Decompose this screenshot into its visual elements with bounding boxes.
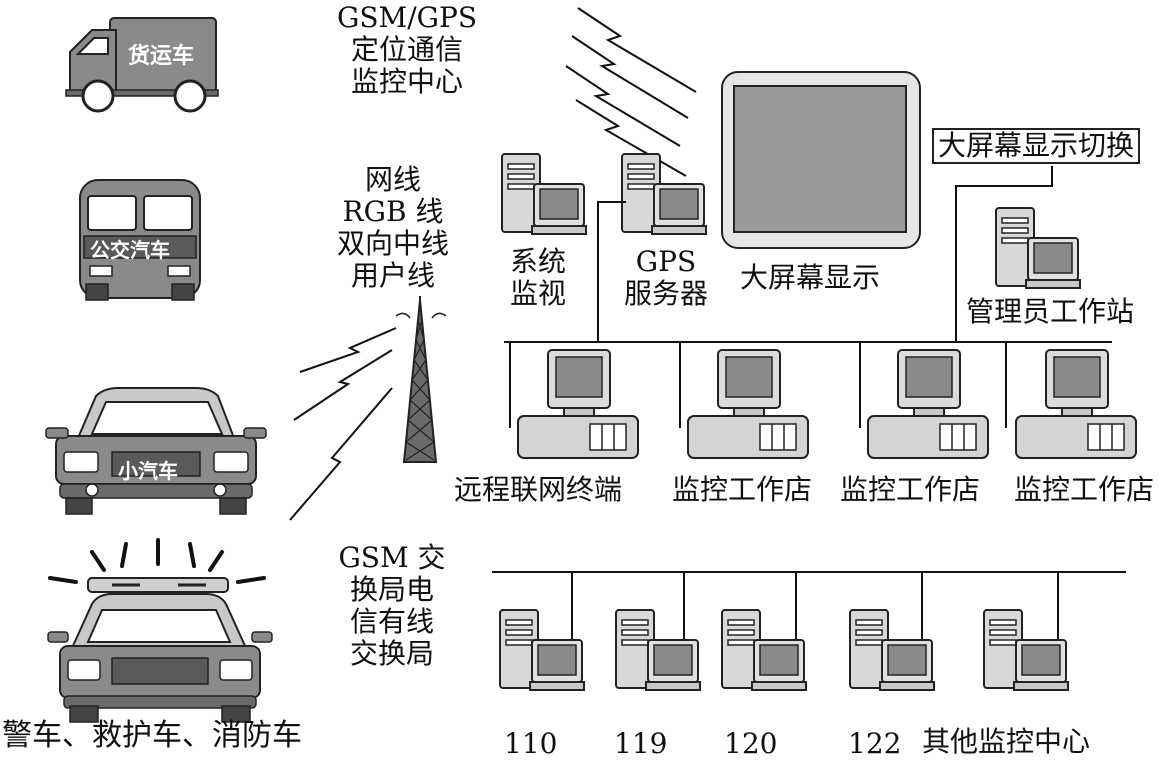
truck-label: 货运车 <box>128 44 195 69</box>
hotline-server-icon <box>983 609 1069 691</box>
hotline-110-label: 110 <box>504 727 558 760</box>
admin-station-label: 管理员工作站 <box>966 295 1135 328</box>
car-label: 小汽车 <box>118 459 178 483</box>
hotline-server-icon <box>721 609 807 691</box>
gps-server-label: GPS 服务器 <box>623 245 708 310</box>
car-icon <box>45 387 267 515</box>
terminal-computer-icon <box>867 349 989 459</box>
radio-tower-icon <box>395 296 447 463</box>
monitor-workstation-label: 监控工作店 <box>1014 473 1155 506</box>
hotline-120-label: 120 <box>724 727 778 760</box>
gsm-exchange-label: GSM 交 换局电 信有线 交换局 <box>338 541 446 670</box>
hotline-122-label: 122 <box>848 727 902 760</box>
big-screen-switch-label: 大屏幕显示切换 <box>932 128 1141 164</box>
other-centers-label: 其他监控中心 <box>922 725 1091 758</box>
admin-station-computer-icon <box>995 207 1081 289</box>
bus-label: 公交汽车 <box>90 238 170 262</box>
remote-terminal-label: 远程联网终端 <box>454 473 623 506</box>
terminal-computer-icon <box>687 349 809 459</box>
terminal-computer-icon <box>517 349 639 459</box>
terminal-computer-icon <box>1015 349 1137 459</box>
big-screen-label: 大屏幕显示 <box>740 261 881 294</box>
system-monitor-label: 系统 监视 <box>509 245 566 310</box>
monitor-workstation-label: 监控工作店 <box>840 473 981 506</box>
bus-icon <box>79 179 201 301</box>
gps-server-computer-icon <box>621 153 707 235</box>
system-monitor-computer-icon <box>501 153 587 235</box>
monitor-workstation-label: 监控工作店 <box>672 473 813 506</box>
hotline-119-label: 119 <box>614 727 668 760</box>
gsm-gps-center-label: GSM/GPS 定位通信 监控中心 <box>336 1 478 98</box>
big-screen-icon <box>721 71 921 249</box>
truck-icon <box>65 17 219 113</box>
network-lines <box>492 166 1126 640</box>
hotline-server-icon <box>615 609 701 691</box>
emergency-vehicle-icon <box>47 538 273 723</box>
emergency-vehicles-label: 警车、救护车、消防车 <box>2 718 302 753</box>
links-label: 网线 RGB 线 双向中线 用户线 <box>336 163 449 292</box>
